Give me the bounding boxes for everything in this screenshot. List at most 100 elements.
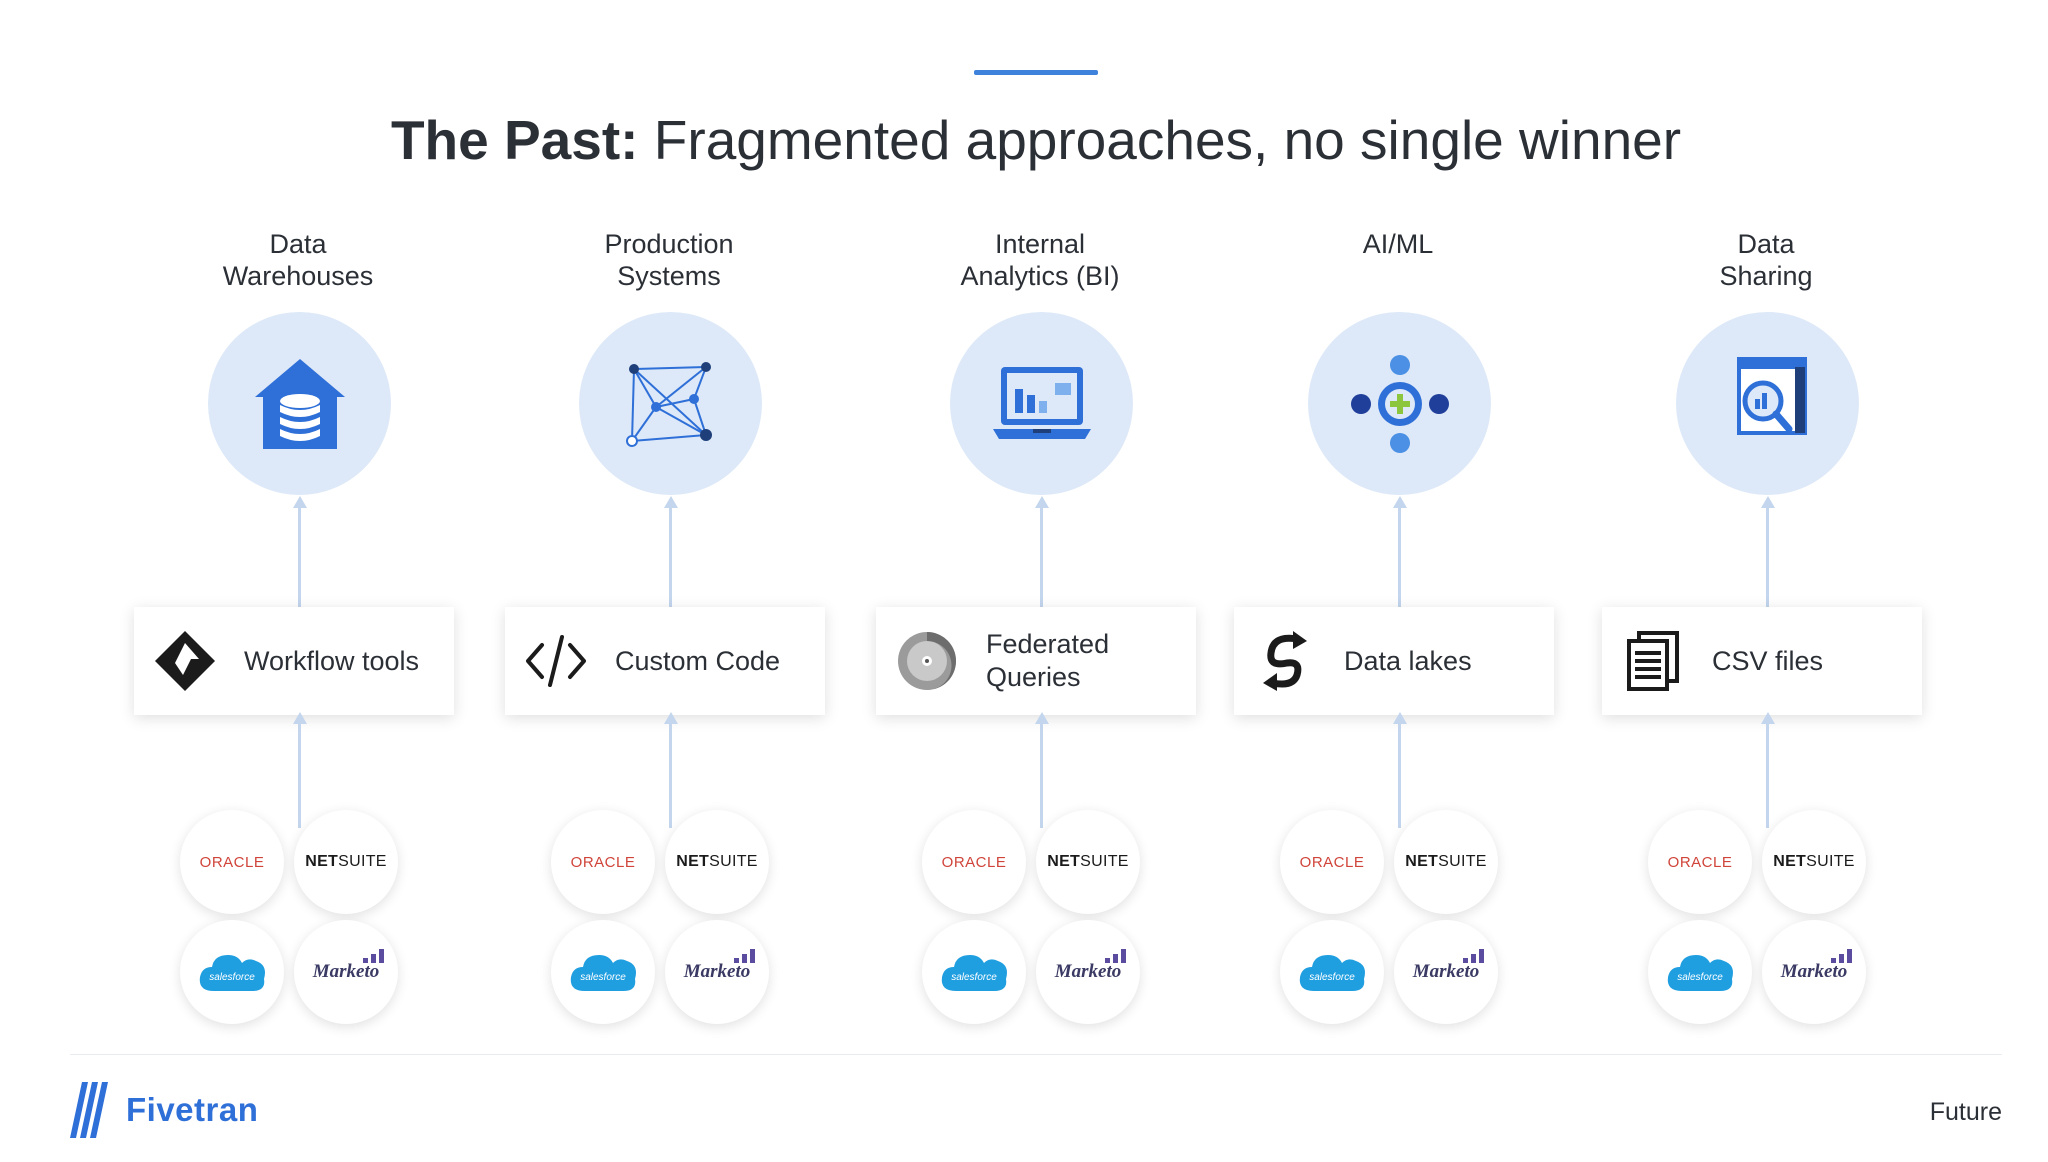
netsuite-logo: NETSUITE [1762, 810, 1866, 914]
connector-line-top [1040, 500, 1043, 608]
connector-line-bottom [298, 716, 301, 828]
salesforce-logo: salesforce [551, 920, 655, 1024]
netsuite-light: SUITE [1080, 853, 1129, 870]
arrow-head-top [1761, 496, 1775, 508]
connector-line-top [298, 500, 301, 608]
title-rest: Fragmented approaches, no single winner [638, 109, 1682, 171]
column-data-sharing: Data Sharing CSV files ORACLE NETSUITE s… [1586, 0, 1946, 1050]
fivetran-mark-icon [70, 1082, 108, 1138]
netsuite-bold: NET [305, 853, 339, 870]
arrow-head-bottom [293, 712, 307, 724]
netsuite-text: NETSUITE [305, 853, 387, 871]
marketo-bars-icon [734, 949, 756, 963]
oracle-text: ORACLE [1667, 853, 1733, 871]
fivetran-logo: Fivetran [68, 1082, 258, 1138]
salesforce-logo: salesforce [180, 920, 284, 1024]
column-label: Data Warehouses [222, 229, 374, 291]
salesforce-text: salesforce [951, 972, 997, 983]
netsuite-bold: NET [1047, 853, 1081, 870]
tool-label: Custom Code [615, 645, 781, 676]
netsuite-logo: NETSUITE [1036, 810, 1140, 914]
sync-arrows-icon [1250, 626, 1320, 696]
marketo-text: Marketo [1054, 961, 1122, 982]
oracle-logo: ORACLE [551, 810, 655, 914]
salesforce-text: salesforce [580, 972, 626, 983]
disc-icon [892, 626, 962, 696]
salesforce-text: salesforce [1309, 972, 1355, 983]
tool-box-workflow-tools: Workflow tools [134, 607, 454, 715]
column-data-warehouses: Data Warehouses Workflow tools ORACLE NE… [118, 0, 478, 1050]
connector-line-bottom [669, 716, 672, 828]
tool-box-csv-files: CSV files [1602, 607, 1922, 715]
column-ai-ml: AI/ML Data lakes ORACLE NETSUITE salesfo… [1218, 0, 1578, 1050]
marketo-logo: Marketo [294, 920, 398, 1024]
data-sharing-circle [1676, 312, 1859, 495]
salesforce-logo: salesforce [1280, 920, 1384, 1024]
netsuite-logo: NETSUITE [294, 810, 398, 914]
salesforce-cloud-icon: salesforce [1299, 955, 1365, 991]
column-label: Internal Analytics (BI) [960, 229, 1120, 291]
data-warehouses-circle [208, 312, 391, 495]
marketo-logo: Marketo [1762, 920, 1866, 1024]
workflow-logo-icon [150, 626, 220, 696]
netsuite-logo: NETSUITE [1394, 810, 1498, 914]
title-accent-bar [974, 70, 1098, 75]
netsuite-bold: NET [1773, 853, 1807, 870]
netsuite-light: SUITE [1806, 853, 1855, 870]
tool-box-federated-queries: Federated Queries [876, 607, 1196, 715]
marketo-bars-icon [1831, 949, 1853, 963]
marketo-logo: Marketo [1036, 920, 1140, 1024]
marketo-bars-icon [1105, 949, 1127, 963]
tool-label: CSV files [1712, 645, 1824, 676]
tool-label: Workflow tools [244, 645, 420, 676]
slide-title: The Past: Fragmented approaches, no sing… [0, 100, 2048, 180]
netsuite-bold: NET [1405, 853, 1439, 870]
netsuite-text: NETSUITE [1405, 853, 1487, 871]
salesforce-text: salesforce [1677, 972, 1723, 983]
oracle-text: ORACLE [1299, 853, 1365, 871]
salesforce-logo: salesforce [1648, 920, 1752, 1024]
connector-line-top [669, 500, 672, 608]
netsuite-text: NETSUITE [676, 853, 758, 871]
column-label: Production Systems [604, 229, 734, 291]
footer-divider [70, 1054, 2002, 1055]
oracle-text: ORACLE [570, 853, 636, 871]
netsuite-light: SUITE [1438, 853, 1487, 870]
salesforce-cloud-icon: salesforce [941, 955, 1007, 991]
arrow-head-top [1393, 496, 1407, 508]
salesforce-cloud-icon: salesforce [1667, 955, 1733, 991]
salesforce-cloud-icon: salesforce [570, 955, 636, 991]
column-production-systems: Production Systems Custom Code ORACLE NE… [489, 0, 849, 1050]
netsuite-logo: NETSUITE [665, 810, 769, 914]
title-bold: The Past: [390, 109, 639, 171]
marketo-logo: Marketo [665, 920, 769, 1024]
arrow-head-bottom [1393, 712, 1407, 724]
code-brackets-icon [521, 626, 591, 696]
marketo-text: Marketo [1780, 961, 1848, 982]
footer-brand: Fivetran [126, 1091, 259, 1128]
netsuite-text: NETSUITE [1047, 853, 1129, 871]
connector-line-bottom [1040, 716, 1043, 828]
marketo-text: Marketo [683, 961, 751, 982]
report-magnifier-icon [1736, 356, 1807, 435]
tool-box-custom-code: Custom Code [505, 607, 825, 715]
arrow-head-top [1035, 496, 1049, 508]
source-logos: ORACLE NETSUITE salesforce Marketo [1280, 810, 1510, 1030]
oracle-text: ORACLE [941, 853, 1007, 871]
laptop-chart-icon [992, 366, 1091, 439]
internal-analytics-circle [950, 312, 1133, 495]
source-logos: ORACLE NETSUITE salesforce Marketo [922, 810, 1152, 1030]
source-logos: ORACLE NETSUITE salesforce Marketo [180, 810, 410, 1030]
connector-line-top [1766, 500, 1769, 608]
salesforce-logo: salesforce [922, 920, 1026, 1024]
arrow-head-bottom [1035, 712, 1049, 724]
oracle-text: ORACLE [199, 853, 265, 871]
marketo-logo: Marketo [1394, 920, 1498, 1024]
arrow-head-top [293, 496, 307, 508]
arrow-head-bottom [1761, 712, 1775, 724]
marketo-bars-icon [363, 949, 385, 963]
tool-label: Federated Queries [986, 629, 1110, 692]
tool-box-data-lakes: Data lakes [1234, 607, 1554, 715]
ai-nodes-icon [1350, 354, 1449, 453]
marketo-text: Marketo [1412, 961, 1480, 982]
